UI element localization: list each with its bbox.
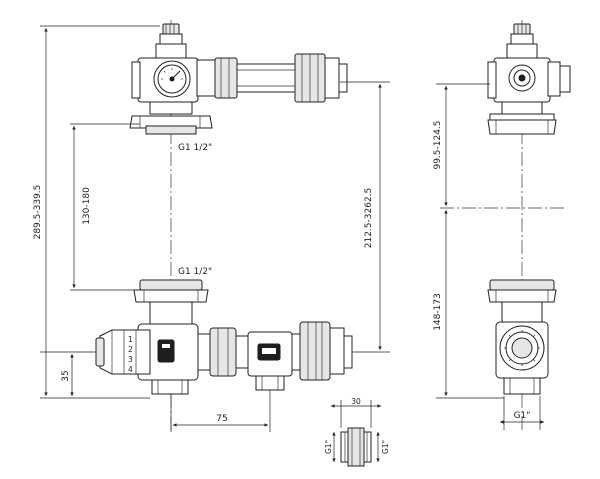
- dim-branch-spacing: 75: [170, 390, 271, 432]
- dim-bypass-height-label: 212.5-3262.5: [364, 188, 374, 249]
- thermostat-mark-1: 1: [128, 335, 133, 344]
- thermostat-mark-2: 2: [128, 345, 133, 354]
- side-view: 99.5-124.5 148-173 G1": [433, 20, 571, 430]
- nipple-thread-left-label: G1": [324, 440, 333, 454]
- nipple-thread-right-label: G1": [381, 440, 390, 454]
- upper-valve-assembly: [129, 23, 348, 135]
- dim-side-upper: 99.5-124.5: [433, 83, 490, 206]
- dim-side-lower-label: 148-173: [433, 293, 443, 331]
- thread-right-label: G1": [514, 411, 531, 421]
- lower-valve-assembly: 1 2 3 4: [95, 279, 353, 395]
- dim-side-thread: G1": [500, 396, 544, 430]
- dim-center-distance-label: 130-180: [82, 187, 92, 225]
- dim-center-distance: 130-180: [72, 126, 92, 288]
- nipple-detail: 30 G1" G1": [324, 397, 390, 467]
- thermostat-head: 1 2 3 4: [95, 329, 151, 375]
- dim-nipple-length-label: 30: [351, 397, 361, 406]
- thread-top-label: G1 1/2": [178, 143, 212, 153]
- side-upper-assembly: [487, 23, 571, 135]
- thermostat-mark-4: 4: [128, 365, 133, 374]
- dim-overall-height: 289.5-339.5: [33, 25, 160, 399]
- dim-base-offset: 35: [40, 351, 96, 396]
- dim-branch-spacing-label: 75: [216, 414, 227, 424]
- dim-bypass-height: 212.5-3262.5: [340, 81, 390, 353]
- dim-side-upper-label: 99.5-124.5: [433, 120, 443, 169]
- side-lower-assembly: [487, 279, 557, 395]
- thermostat-mark-3: 3: [128, 355, 133, 364]
- thread-bottom-label: G1 1/2": [178, 267, 212, 277]
- dim-base-offset-label: 35: [61, 370, 71, 381]
- dim-overall-height-label: 289.5-339.5: [33, 185, 43, 240]
- thermometer-dial: [153, 60, 191, 98]
- front-view: 1 2 3 4: [33, 20, 390, 432]
- dim-side-lower: 148-173: [433, 210, 504, 399]
